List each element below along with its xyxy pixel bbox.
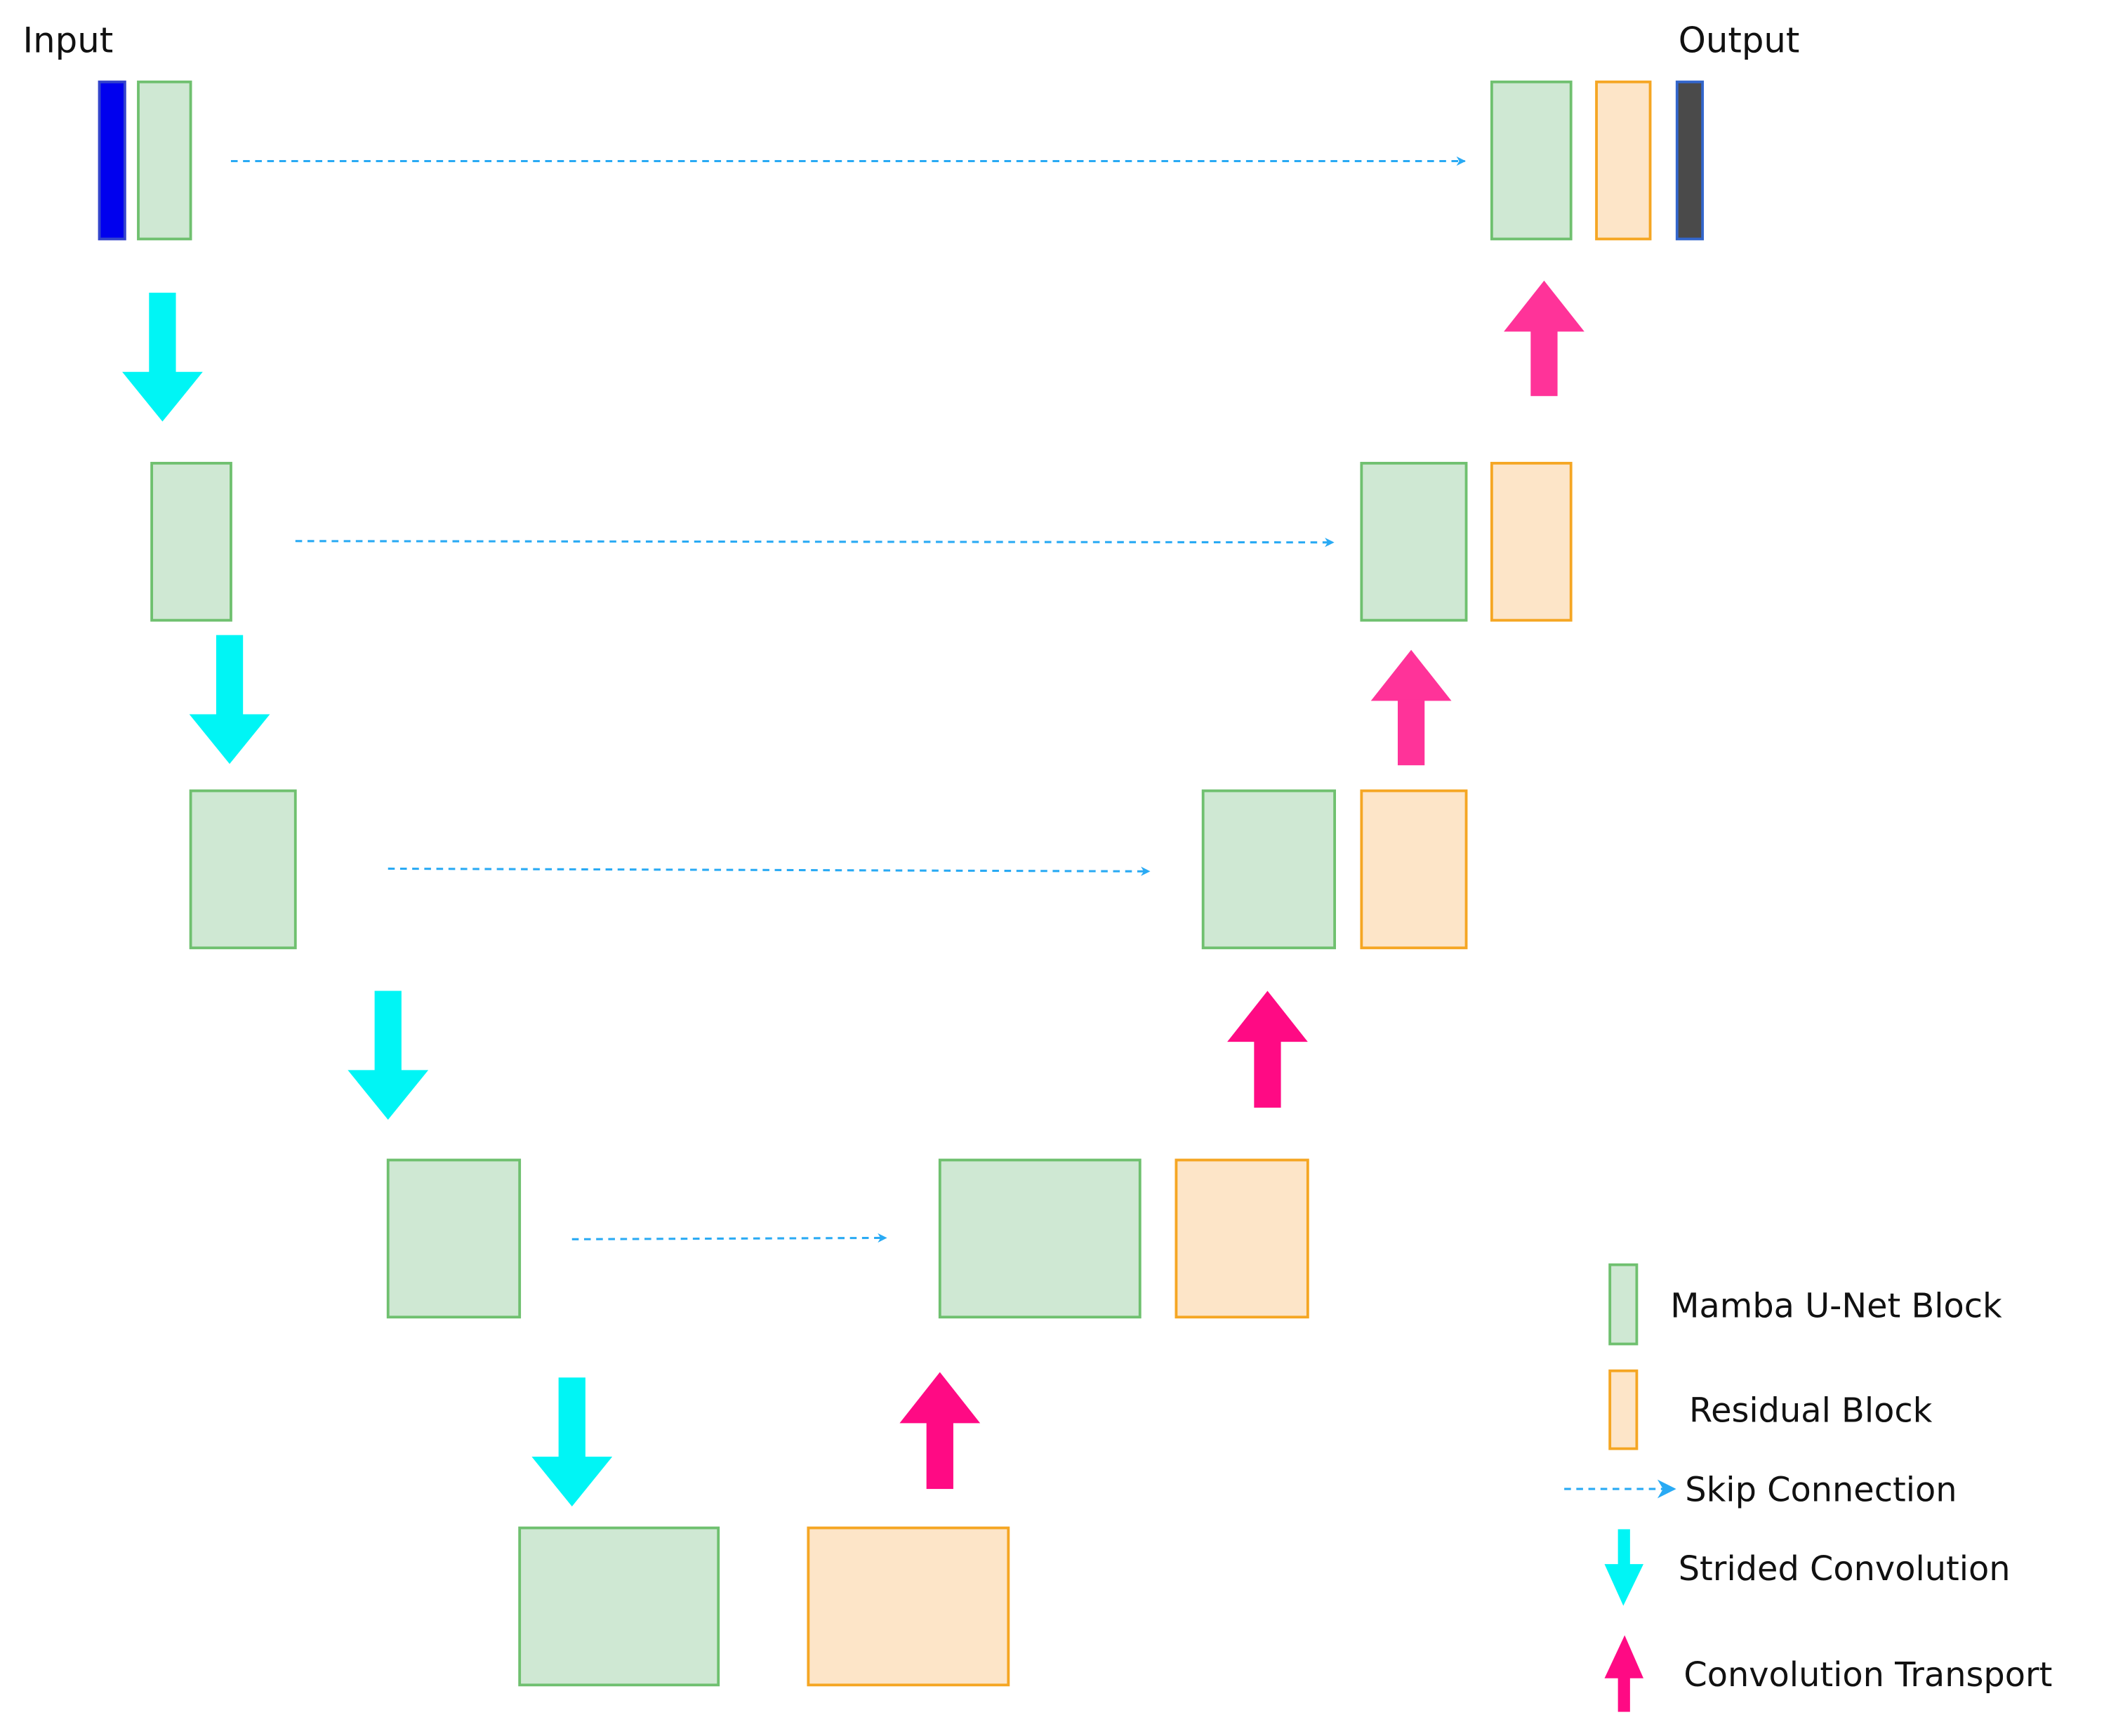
input-bar xyxy=(98,80,126,241)
decoder-residual-block-4 xyxy=(1175,1158,1309,1319)
strided-convolution-arrow-1 xyxy=(122,292,203,422)
decoder-mamba-block-2 xyxy=(1360,461,1468,622)
legend-strided-label: Strided Convolution xyxy=(1679,1550,2011,1589)
strided-convolution-arrow-3 xyxy=(348,990,429,1120)
encoder-mamba-block-1 xyxy=(137,80,192,241)
output-bar xyxy=(1675,80,1705,241)
legend-skip-label: Skip Connection xyxy=(1685,1471,1957,1509)
decoder-residual-block-2 xyxy=(1490,461,1573,622)
skip-connection-3 xyxy=(388,866,1151,876)
encoder-mamba-block-4 xyxy=(386,1158,522,1319)
encoder-mamba-block-3 xyxy=(189,789,297,950)
decoder-mamba-block-1 xyxy=(1490,80,1573,241)
decoder-mamba-block-3 xyxy=(1201,789,1337,950)
legend-transport-swatch xyxy=(1604,1635,1643,1712)
decoder-residual-block-3 xyxy=(1360,789,1468,950)
legend-residual-label: Residual Block xyxy=(1689,1391,1933,1430)
bottleneck-residual-block xyxy=(807,1526,1010,1687)
bottleneck-mamba-block xyxy=(518,1526,720,1687)
decoder-residual-block-1 xyxy=(1595,80,1652,241)
output-label: Output xyxy=(1679,20,1800,61)
legend-mamba-label: Mamba U-Net Block xyxy=(1670,1287,2002,1325)
convolution-transport-arrow-2 xyxy=(1227,990,1308,1108)
legend-mamba-swatch xyxy=(1608,1263,1639,1346)
input-label: Input xyxy=(23,20,114,61)
convolution-transport-arrow-1 xyxy=(899,1372,981,1490)
convolution-transport-arrow-3 xyxy=(1370,649,1452,766)
legend-strided-swatch xyxy=(1604,1529,1643,1606)
skip-connection-4 xyxy=(571,1233,887,1243)
encoder-mamba-block-2 xyxy=(150,461,232,622)
skip-connection-2 xyxy=(295,537,1335,548)
strided-convolution-arrow-4 xyxy=(531,1377,613,1506)
strided-convolution-arrow-2 xyxy=(189,635,270,764)
legend-transport-label: Convolution Transport xyxy=(1683,1656,2052,1695)
legend-residual-swatch xyxy=(1608,1369,1639,1450)
legend: Mamba U-Net Block Residual Block Skip Co… xyxy=(1564,1263,2052,1712)
decoder-mamba-block-4 xyxy=(938,1158,1142,1319)
convolution-transport-arrow-4 xyxy=(1504,280,1584,397)
